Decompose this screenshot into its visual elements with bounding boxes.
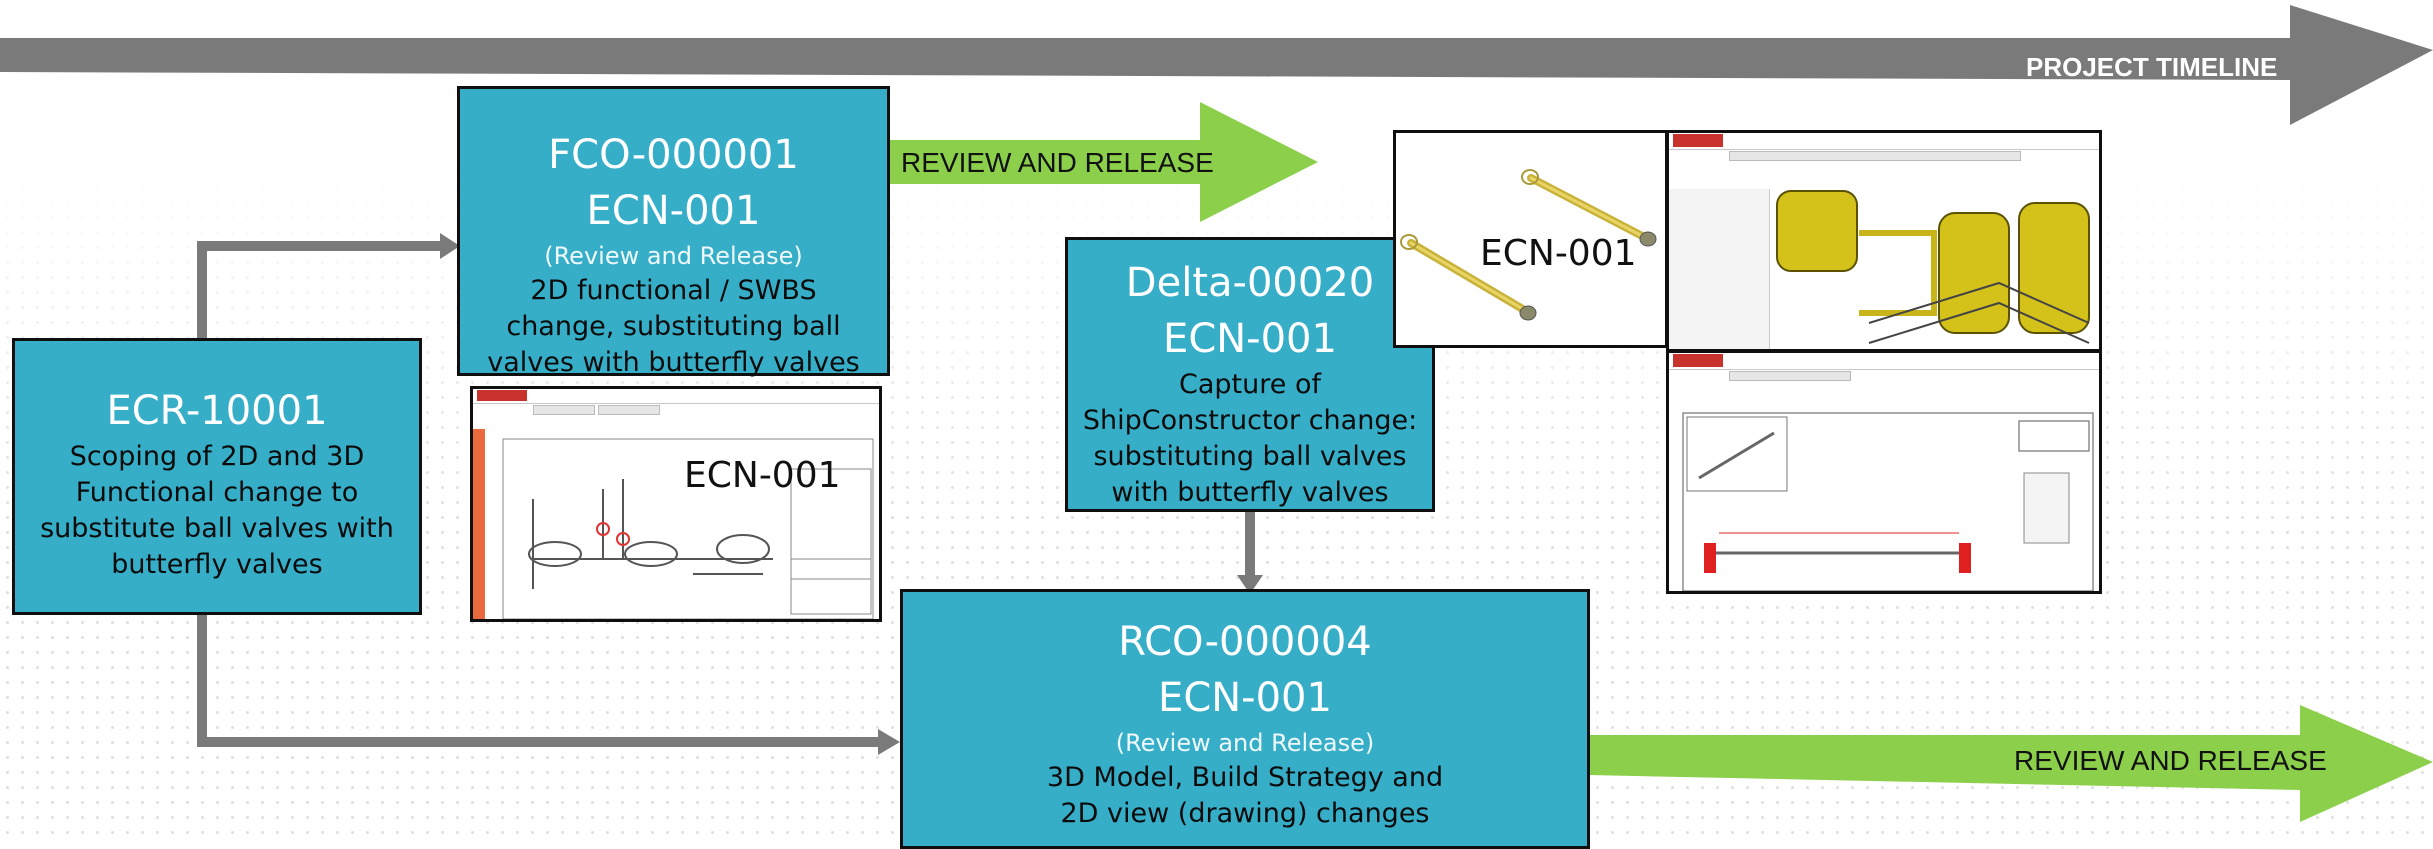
- release-arrow-top: [890, 102, 1318, 222]
- rco-subtitle: (Review and Release): [1115, 729, 1375, 757]
- aras-3d-model-screenshot: [1666, 130, 2102, 352]
- pipe-part-icon: [1400, 169, 1657, 321]
- aras-logo-icon: [1673, 354, 1723, 367]
- pid-schematic-icon: [502, 438, 874, 619]
- rco-line-1: 3D Model, Build Strategy and: [1046, 762, 1444, 793]
- pid-ecn-label: ECN-001: [684, 455, 841, 496]
- connector-ecr-fco-head: [440, 233, 460, 259]
- fco-box: FCO-000001 ECN-001 (Review and Release) …: [457, 86, 890, 378]
- ecr-box: ECR-10001 Scoping of 2D and 3D Functiona…: [12, 338, 422, 615]
- fco-line-3: valves with butterfly valves: [487, 347, 860, 378]
- ecr-title: ECR-10001: [106, 388, 328, 434]
- aras-logo-icon: [1673, 134, 1723, 147]
- screenshot-tree-panel: [1669, 189, 1770, 349]
- ecr-line-1: Scoping of 2D and 3D: [69, 441, 365, 472]
- fco-line-2: change, substituting ball: [506, 311, 841, 342]
- pipe-part-screenshot: ECN-001: [1393, 130, 1668, 348]
- project-timeline-label: PROJECT TIMELINE: [2026, 52, 2278, 82]
- screenshot-sidebar: [473, 429, 485, 619]
- connector-ecr-rco: [197, 615, 878, 747]
- screenshot-tab-strip: [1729, 151, 2021, 161]
- rco-line-2: 2D view (drawing) changes: [1060, 798, 1430, 829]
- screenshot-tab: [533, 405, 595, 415]
- pid-drawing-screenshot: ECN-001: [470, 386, 882, 622]
- project-timeline-arrow: [0, 5, 2433, 125]
- aras-2d-drawing-screenshot: [1666, 350, 2102, 594]
- delta-title: Delta-00020: [1125, 260, 1375, 306]
- delta-line-1: Capture of: [1179, 369, 1321, 400]
- ecr-line-2: Functional change to: [75, 477, 359, 508]
- release-arrow-bottom: [1588, 705, 2433, 822]
- screenshot-tab: [598, 405, 660, 415]
- ecr-line-3: substitute ball valves with: [40, 513, 394, 544]
- ecr-line-4: butterfly valves: [111, 549, 323, 580]
- fco-ecn: ECN-001: [586, 188, 761, 234]
- screenshot-toolbar: [1669, 353, 2099, 370]
- connector-ecr-rco-head: [878, 729, 900, 755]
- rco-box: RCO-000004 ECN-001 (Review and Release) …: [900, 589, 1590, 849]
- screenshot-toolbar: [1669, 133, 2099, 150]
- delta-box: Delta-00020 ECN-001 Capture of ShipConst…: [1065, 237, 1435, 512]
- connector-ecr-fco: [197, 241, 440, 338]
- delta-ecn: ECN-001: [1163, 316, 1337, 362]
- fco-title: FCO-000001: [548, 132, 799, 178]
- aras-logo-icon: [477, 390, 527, 401]
- delta-line-4: with butterfly valves: [1111, 477, 1389, 508]
- delta-line-3: substituting ball valves: [1093, 441, 1407, 472]
- rco-ecn: ECN-001: [1158, 675, 1332, 721]
- delta-line-2: ShipConstructor change:: [1082, 405, 1418, 436]
- release-label-bottom: REVIEW AND RELEASE: [2014, 745, 2327, 776]
- screenshot-toolbar: [473, 389, 879, 404]
- fco-subtitle: (Review and Release): [544, 242, 803, 270]
- fco-line-1: 2D functional / SWBS: [530, 275, 817, 306]
- drawing-sheet-icon: [1682, 412, 2094, 591]
- pipe-part-ecn-label: ECN-001: [1480, 233, 1637, 274]
- ship-3d-model-icon: [1776, 190, 2099, 349]
- connector-delta-rco-head: [1237, 575, 1263, 594]
- release-label-top: REVIEW AND RELEASE: [901, 147, 1214, 178]
- rco-title: RCO-000004: [1118, 619, 1372, 665]
- screenshot-tab-strip: [1729, 371, 1851, 381]
